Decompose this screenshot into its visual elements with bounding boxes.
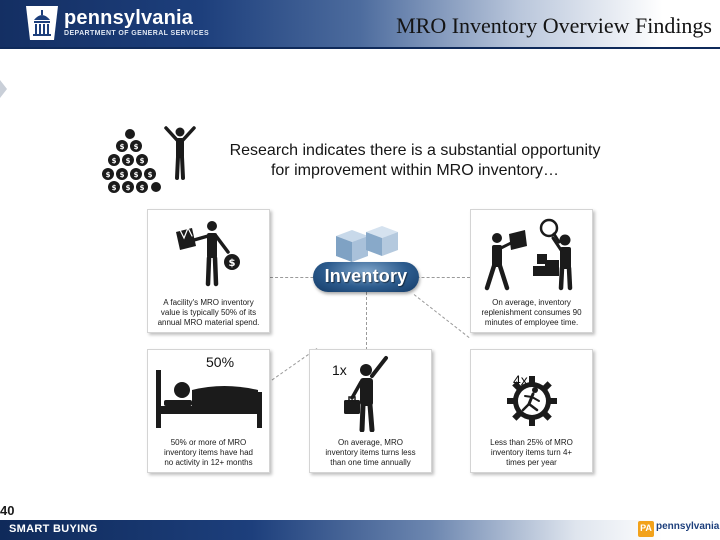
panel-material-spend: $ A facility's MRO inventory value is ty… <box>147 209 270 333</box>
svg-text:$: $ <box>112 157 117 165</box>
stat-value: 1x <box>332 362 347 378</box>
money-bags-person-icon: $$ $$$ $$$$ $$$ <box>100 124 200 196</box>
stat-value: 50% <box>206 354 235 370</box>
workers-boxes-icon <box>483 216 583 297</box>
header-rule <box>0 47 720 49</box>
caption-line: 50% or more of MRO <box>170 438 247 447</box>
caption-line: value is typically 50% of its <box>160 308 257 317</box>
panel-caption: On average, inventory replenishment cons… <box>475 298 588 328</box>
logo-subtitle: DEPARTMENT OF GENERAL SERVICES <box>64 30 210 37</box>
connector-line-vertical <box>366 292 367 350</box>
svg-text:$: $ <box>112 184 117 192</box>
panel-replenishment-time: On average, inventory replenishment cons… <box>470 209 593 333</box>
svg-text:$: $ <box>106 171 111 179</box>
caption-line: A facility's MRO inventory <box>163 298 254 307</box>
panel-caption: Less than 25% of MRO inventory items tur… <box>475 438 588 468</box>
svg-text:$: $ <box>229 258 236 269</box>
caption-line: Less than 25% of MRO <box>490 438 573 447</box>
connector-line-diagonal-right <box>413 294 470 338</box>
panel-inactive-items: 50% 50% or more of MRO inventory items h… <box>147 349 270 473</box>
caption-line: On average, inventory <box>492 298 571 307</box>
panel-annual-turns: 1x On average, MRO inventory items turns… <box>309 349 432 473</box>
header-banner <box>0 0 720 47</box>
intro-statement: Research indicates there is a substantia… <box>205 141 625 181</box>
panel-caption: 50% or more of MRO inventory items have … <box>152 438 265 468</box>
caption-line: times per year <box>506 458 557 467</box>
svg-text:$: $ <box>148 171 153 179</box>
intro-line-1: Research indicates there is a substantia… <box>229 142 601 159</box>
bed-sleeping-icon <box>154 366 262 435</box>
inventory-hub-label: Inventory <box>324 266 408 286</box>
logo-name: pennsylvania <box>64 7 194 29</box>
svg-text:$: $ <box>120 143 125 151</box>
pa-badge-icon <box>638 521 654 537</box>
inventory-boxes-icon <box>330 222 410 270</box>
panel-caption: On average, MRO inventory items turns le… <box>314 438 427 468</box>
caption-line: inventory items have had <box>164 448 253 457</box>
footer-label: SMART BUYING <box>9 523 98 535</box>
svg-text:$: $ <box>134 171 139 179</box>
gear-runner-icon <box>507 376 557 431</box>
slide-title: MRO Inventory Overview Findings <box>396 13 712 38</box>
svg-text:$: $ <box>126 184 131 192</box>
footer-pennsylvania-logo: PA pennsylvania <box>638 519 720 540</box>
panel-frequent-turns: 4x Less <box>470 349 593 473</box>
side-chevron-icon <box>0 80 7 98</box>
svg-text:$: $ <box>120 171 125 179</box>
caption-line: no activity in 12+ months <box>164 458 253 467</box>
svg-text:$: $ <box>134 143 139 151</box>
pennsylvania-logo: pennsylvania DEPARTMENT OF GENERAL SERVI… <box>22 4 237 42</box>
keystone-capitol-icon <box>26 6 58 40</box>
caption-line: inventory items turns less <box>325 448 416 457</box>
footer-logo-name: pennsylvania <box>656 521 720 532</box>
svg-text:$: $ <box>126 157 131 165</box>
footer-bar <box>0 520 720 540</box>
person-briefcase-icon <box>342 354 402 437</box>
page-number: 40 <box>0 503 15 518</box>
panel-caption: A facility's MRO inventory value is typi… <box>152 298 265 328</box>
money-bag-person-icon: $ <box>174 218 246 293</box>
caption-line: On average, MRO <box>338 438 403 447</box>
caption-line: annual MRO material spend. <box>157 318 260 327</box>
inventory-hub <box>313 262 419 292</box>
caption-line: inventory items turn 4+ <box>490 448 573 457</box>
intro-line-2: for improvement within MRO inventory… <box>270 162 560 179</box>
caption-line: minutes of employee time. <box>484 318 579 327</box>
svg-text:$: $ <box>140 184 145 192</box>
caption-line: replenishment consumes 90 <box>481 308 582 317</box>
pa-badge-text: PA <box>640 523 652 533</box>
caption-line: than one time annually <box>330 458 411 467</box>
svg-text:$: $ <box>140 157 145 165</box>
